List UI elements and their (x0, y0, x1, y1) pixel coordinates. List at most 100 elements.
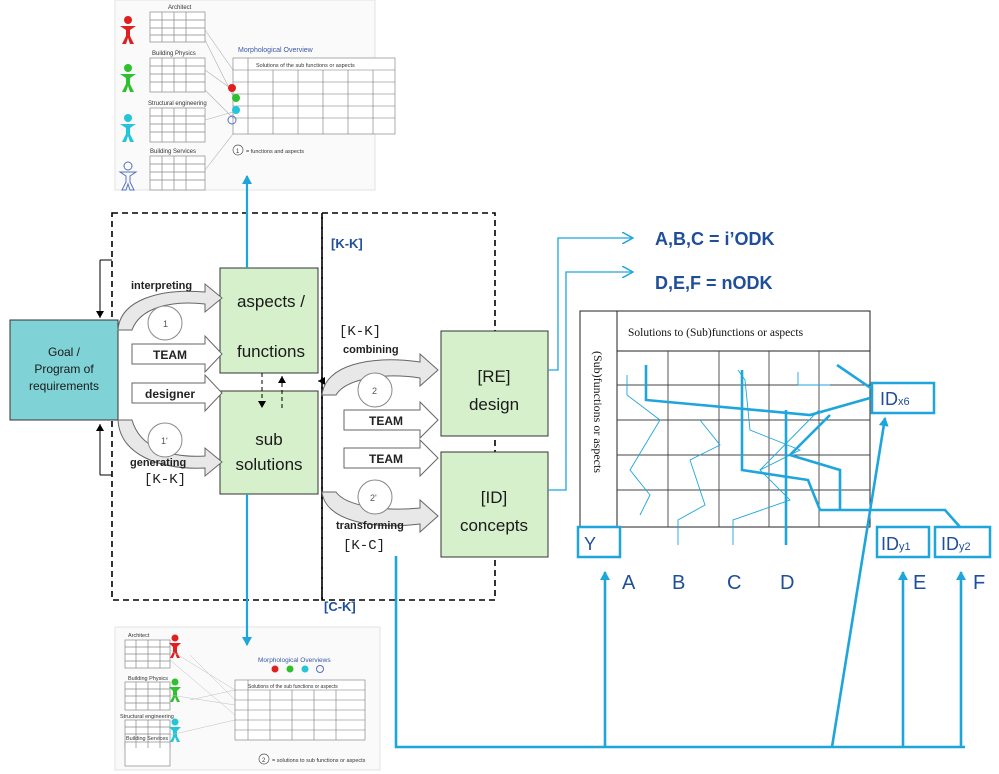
thumb-top-role-3: Building Services (150, 149, 196, 155)
thumb-bottom-role-tables (124, 639, 171, 767)
team-arrow-3: TEAM (343, 438, 439, 478)
thumb-bottom-title: Morphological Overviews (258, 657, 331, 664)
re-line-2: design (469, 395, 519, 414)
team-arrow-2: TEAM (343, 400, 439, 440)
circle-1-label: 1 (163, 319, 168, 329)
aspects-line-2: functions (237, 342, 305, 361)
thumb-top-cluster (227, 84, 240, 125)
matrix-header: Solutions to (Sub)functions or aspects (628, 327, 804, 339)
interpreting-label: interpreting (131, 280, 192, 292)
re-design-box: [RE] design (440, 330, 549, 437)
team-3-label: TEAM (369, 452, 403, 466)
team-arrow-1: TEAM (131, 334, 223, 374)
transforming-label: transforming (336, 520, 404, 532)
id-y2-sub: y2 (959, 541, 971, 553)
person-icon-red (120, 16, 136, 44)
thumb-top-title: Morphological Overview (238, 47, 314, 54)
person-icon-green-bottom (169, 678, 181, 702)
goal-line-1: Goal / (48, 345, 81, 359)
thumb-top-overview-table (232, 57, 396, 135)
id-y2-label: ID (941, 534, 959, 554)
svg-text:IDy1: IDy1 (881, 534, 911, 554)
left-cycle (117, 282, 223, 478)
re-line-1: [RE] (477, 367, 510, 386)
id-y1-label: ID (881, 534, 899, 554)
thumbnail-top: Architect Building Physics Structural en… (114, 0, 396, 191)
outcome-connectors (548, 238, 632, 491)
matrix-thin-paths (626, 369, 830, 545)
id-y1-sub: y1 (899, 541, 911, 553)
person-icon-cyan-bottom (169, 718, 181, 742)
person-icon-outline (118, 161, 138, 191)
id-y1-box: IDy1 (875, 525, 931, 559)
id-x6-label: ID (880, 389, 898, 409)
thumb-top-role-0: Architect (168, 5, 192, 11)
designer-label: designer (145, 387, 195, 401)
col-c: C (727, 572, 741, 594)
aspects-line-1: aspects / (237, 292, 305, 311)
thumb-bottom-role-3: Building Services (126, 736, 168, 742)
svg-text:IDy2: IDy2 (941, 534, 971, 554)
outcome-def: D,E,F = nODK (655, 273, 773, 293)
matrix-bold-paths (644, 363, 961, 545)
thumb-bottom-role-1: Building Physics (128, 676, 168, 682)
aspects-functions-box: aspects / functions (219, 267, 319, 374)
col-e: E (913, 572, 926, 594)
goal-line-3: requirements (29, 379, 99, 393)
thumb-bottom-legend-num: 2 (262, 758, 266, 764)
id-x6-box: IDx6 (870, 381, 936, 415)
circle-2b-label: 2' (370, 493, 377, 503)
col-b: B (672, 572, 685, 594)
morph-matrix: Solutions to (Sub)functions or aspects (… (579, 310, 961, 545)
id-y2-box: IDy2 (933, 525, 992, 559)
id-line-1: [ID] (481, 488, 507, 507)
team-1-label: TEAM (153, 348, 187, 362)
goal-box: Goal / Program of requirements (9, 319, 119, 421)
circle-2-label: 2 (372, 386, 377, 396)
thumb-bottom-links (169, 649, 236, 736)
thumb-bottom-role-2: Structural engineering (120, 714, 174, 720)
col-a: A (622, 572, 636, 594)
thumb-bottom-table-header: Solutions of the sub functions or aspect… (248, 684, 338, 690)
kk-mid-label: [K-K] (339, 324, 381, 340)
kk-left-label: [K-K] (144, 472, 186, 488)
outcome-abc: A,B,C = i’ODK (655, 229, 775, 249)
id-line-2: concepts (460, 516, 528, 535)
thumb-top-role-tables (149, 11, 206, 191)
sub-line-1: sub (255, 430, 282, 449)
combining-label: combining (343, 344, 399, 356)
thumb-top-table-header: Solutions of the sub functions or aspect… (256, 63, 355, 69)
goal-line-2: Program of (34, 362, 94, 376)
thumb-top-role-2: Structural engineering (148, 101, 207, 107)
id-x6-sub: x6 (898, 396, 910, 408)
matrix-column-letters: A B C D E F (622, 572, 985, 594)
thumb-bottom-legend: = solutions to sub functions or aspects (272, 758, 366, 764)
y-label: Y (584, 534, 596, 554)
thumb-top-legend: = functions and aspects (246, 149, 304, 155)
thumb-top-role-1: Building Physics (152, 51, 196, 57)
thumb-bottom-cluster (271, 665, 324, 673)
kc-label: [K-C] (343, 538, 385, 554)
svg-text:IDx6: IDx6 (880, 389, 910, 409)
sub-solutions-box: sub solutions (219, 390, 319, 495)
team-2-label: TEAM (369, 414, 403, 428)
designer-arrow: designer (131, 373, 223, 413)
person-icon-cyan (120, 114, 136, 142)
thumb-top-legend-marker (232, 144, 244, 156)
person-icon-green (120, 64, 136, 92)
matrix-side-label: (Sub)functions or aspects (591, 351, 605, 473)
sub-line-2: solutions (235, 455, 302, 474)
thumb-bottom-legend-marker (258, 753, 270, 765)
id-concepts-box: [ID] concepts (440, 451, 549, 558)
thumbnail-bottom: Architect Building Physics Structural en… (114, 626, 381, 771)
ck-bold-label: [C-K] (324, 599, 356, 614)
person-icon-red-bottom (169, 634, 181, 658)
thumb-bottom-overview-table (234, 679, 366, 741)
generating-label: generating (130, 457, 186, 469)
feedback-loop (394, 417, 966, 749)
frame-entry-arrows (100, 259, 325, 476)
kk-bold-label: [K-K] (331, 236, 363, 251)
circle-1b-label: 1' (161, 436, 168, 446)
col-d: D (780, 572, 794, 594)
